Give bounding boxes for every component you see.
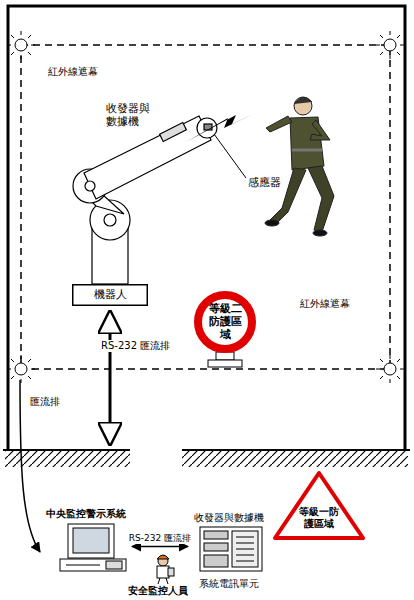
bus-label: RS-232 匯流排 [100,340,171,352]
protection-sign-triangle: 等級一防護區域 [272,470,366,540]
curtain-label: 紅外線遮幕 [300,298,350,310]
node-text: 系統電訊單元 [188,578,270,590]
robot-arm [73,116,217,284]
part-label: 收發器與數據機 [106,102,152,128]
room-wall [3,6,410,467]
leader-line [214,134,246,178]
triangle-outline [272,470,366,540]
monitoring-system: 中央監控警示系統 [40,508,132,574]
curtain-label: 紅外線遮幕 [48,66,98,78]
robot-base: 機器人 [72,284,148,306]
computer-icon [60,524,126,571]
infrared-curtain [21,45,390,369]
wireless-signal [186,110,262,142]
connector-label: RS-232 匯流排 [128,533,192,544]
operator-label: 安全監控人員 [128,585,188,597]
bus-label: 匯流排 [30,396,60,408]
rack-icon [200,527,262,571]
part-label: 感應器 [248,176,281,189]
protection-sign-circle: 等級二防護區域 [192,290,258,354]
node-text: 收發器與數據機 [188,512,270,524]
infrared-lamp [7,31,404,383]
bus-connector [132,546,188,548]
operator-figure [157,555,174,584]
bus-arrow [109,312,112,444]
node-text: 中央監控警示系統 [40,508,132,520]
sign-stand [208,352,242,367]
node-text: 等級一防護區域 [298,506,340,530]
node-text: 機器人 [72,288,148,301]
node-text: 等級二防護區域 [207,302,243,342]
intruder-figure [265,97,334,236]
telecom-unit: 收發器與數據機系統電訊單元 [188,512,270,592]
